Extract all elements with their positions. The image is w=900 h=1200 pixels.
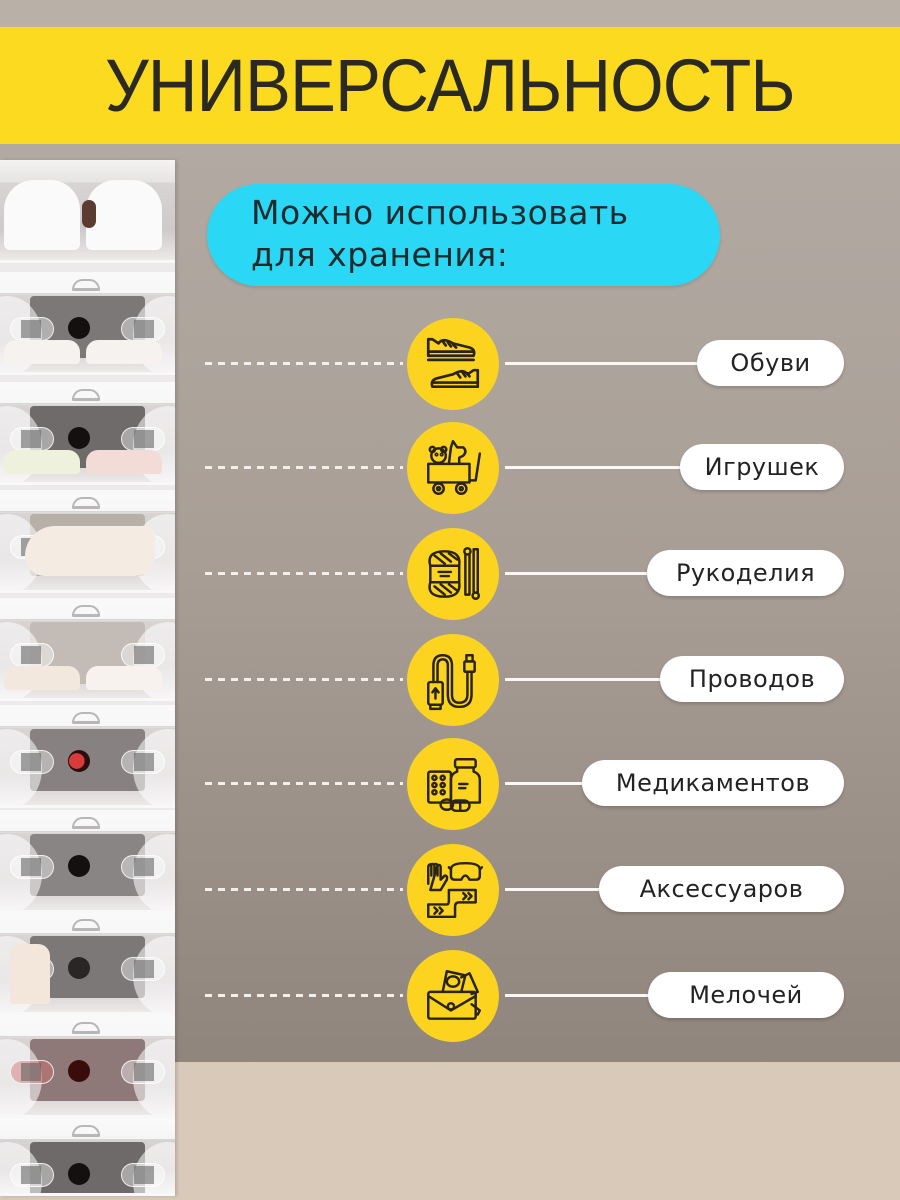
top-strip: [0, 0, 900, 27]
shoe-box: [0, 705, 175, 808]
category-label: Проводов: [660, 656, 844, 702]
toy-wagon-icon: [427, 439, 482, 496]
gloves-goggles-scarf-icon: [427, 861, 484, 919]
solid-connector: [505, 572, 655, 575]
category-label: Медикаментов: [582, 760, 844, 806]
solid-connector: [505, 678, 665, 681]
category-row-toys: Игрушек: [0, 422, 900, 514]
category-label: Игрушек: [680, 444, 844, 490]
intro-line-2: для хранения:: [251, 235, 509, 274]
icon-circle: [407, 634, 499, 726]
shoe-box: [0, 912, 175, 1015]
dotted-connector: [205, 362, 403, 365]
solid-connector: [505, 782, 590, 785]
title-banner: УНИВЕРСАЛЬНОСТЬ: [0, 27, 900, 144]
solid-connector: [505, 362, 700, 365]
shoe-box: [0, 810, 175, 913]
icon-circle: [407, 422, 499, 514]
category-label: Мелочей: [648, 972, 844, 1018]
solid-connector: [505, 466, 685, 469]
shoe-box: [0, 1015, 175, 1118]
shoe-box: [0, 272, 175, 375]
usb-cable-icon: [427, 654, 476, 711]
intro-line-1: Можно использовать: [251, 193, 629, 232]
dotted-connector: [205, 782, 403, 785]
pouch-icon: [427, 970, 482, 1020]
category-row-cables: Проводов: [0, 634, 900, 726]
category-row-shoes: Обуви: [0, 318, 900, 410]
shoe-box: [0, 1118, 175, 1196]
category-label: Рукоделия: [647, 550, 844, 596]
category-row-accessories: Аксессуаров: [0, 844, 900, 936]
category-label: Аксессуаров: [599, 866, 844, 912]
shoe-box: [0, 160, 175, 263]
dotted-connector: [205, 678, 403, 681]
medicine-icon: [427, 758, 482, 813]
shoe-box-stack-image: [0, 160, 175, 1196]
solid-connector: [505, 994, 655, 997]
dotted-connector: [205, 466, 403, 469]
sneakers-icon: [426, 337, 480, 389]
icon-circle: [407, 950, 499, 1042]
dotted-connector: [205, 994, 403, 997]
icon-circle: [407, 738, 499, 830]
shoe-box: [0, 382, 175, 485]
category-label: Обуви: [697, 340, 844, 386]
icon-circle: [407, 844, 499, 936]
shoe-box: [0, 490, 175, 593]
icon-circle: [407, 318, 499, 410]
intro-callout: Можно использовать для хранения:: [207, 184, 720, 286]
yarn-needles-icon: [428, 546, 481, 600]
dotted-connector: [205, 572, 403, 575]
category-row-crafts: Рукоделия: [0, 528, 900, 620]
category-row-medicines: Медикаментов: [0, 738, 900, 830]
icon-circle: [407, 528, 499, 620]
page-title: УНИВЕРСАЛЬНОСТЬ: [105, 44, 796, 127]
shoe-box: [0, 598, 175, 701]
solid-connector: [505, 888, 605, 891]
dotted-connector: [205, 888, 403, 891]
category-row-small-items: Мелочей: [0, 950, 900, 1042]
